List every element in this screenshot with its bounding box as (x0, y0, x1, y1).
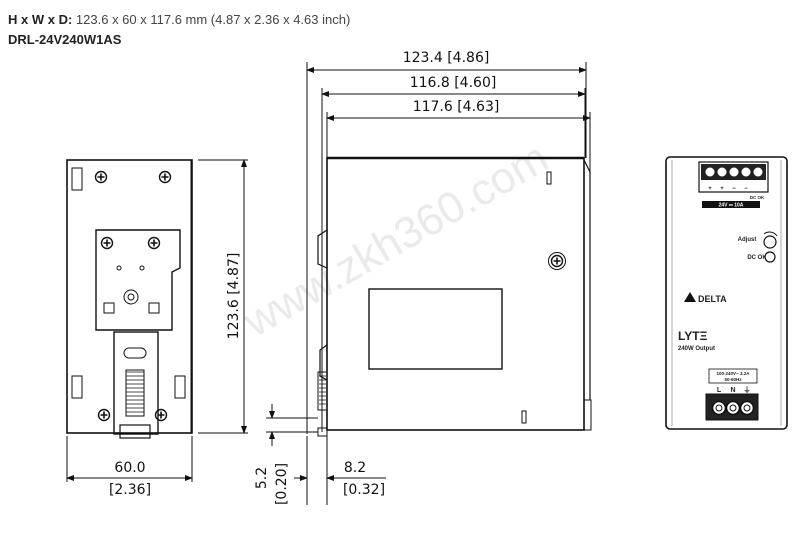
potentiometer-icon (763, 235, 777, 249)
spec-block: H x W x D: 123.6 x 60 x 117.6 mm (4.87 x… (8, 10, 350, 50)
offset-a-mm: 5.2 (254, 467, 270, 489)
body-depth-label: 117.6 [4.63] (413, 99, 500, 115)
input-terminal-label: L (717, 387, 722, 394)
terminal-sign: − (732, 186, 736, 192)
depth-dimensions (306, 62, 591, 434)
terminal-sign: + (708, 186, 712, 192)
front-view: + + − − DC OK 24V ⎓ 10A Adjust DC OK DEL… (665, 156, 788, 430)
dimensions-line: H x W x D: 123.6 x 60 x 117.6 mm (4.87 x… (8, 10, 350, 30)
terminal-screw-icon (753, 167, 763, 177)
delta-logo-icon (684, 292, 696, 302)
terminal-screw-icon (725, 400, 741, 416)
screw-icon (100, 236, 114, 250)
width-mm: 60.0 (114, 460, 145, 476)
screw-icon (147, 236, 161, 250)
dc-ok-top-label: DC OK (750, 195, 765, 200)
height-label: 123.6 [4.87] (226, 253, 242, 340)
dims-value: 123.6 x 60 x 117.6 mm (4.87 x 2.36 x 4.6… (75, 12, 351, 27)
width-in: [2.36] (109, 482, 151, 498)
back-view (66, 159, 193, 439)
screw-icon (158, 170, 172, 184)
terminal-screw-icon (729, 167, 739, 177)
led-icon (764, 251, 776, 263)
terminal-screw-icon (739, 400, 755, 416)
product-label: LYTΞ (678, 329, 708, 343)
terminal-screw-icon (705, 167, 715, 177)
adjust-label: Adjust (738, 237, 757, 243)
dc-ok-label: DC OK (747, 255, 767, 261)
height-dimension (198, 159, 248, 434)
output-rating: 24V ⎓ 10A (719, 203, 744, 209)
overall-depth-label: 123.4 [4.86] (403, 50, 490, 66)
terminal-sign: + (720, 186, 724, 192)
input-terminal-label: N (730, 387, 735, 394)
screw-icon (154, 408, 168, 422)
output-label: 240W Output (678, 346, 715, 352)
terminal-screw-icon (741, 167, 751, 177)
offset-b-mm: 8.2 (344, 460, 366, 476)
input-rating: 100-240V~ 3.2A (717, 371, 751, 376)
offset-a-in: [0.20] (274, 463, 290, 505)
width-dimension (66, 436, 193, 482)
screw-icon (550, 254, 564, 268)
mid-depth-label: 116.8 [4.60] (410, 75, 497, 91)
screw-icon (94, 170, 108, 184)
terminal-screw-icon (717, 167, 727, 177)
watermark: www.zkh360.com (235, 133, 557, 347)
offset-b-in: [0.32] (343, 482, 385, 498)
input-terminal-label: ⏚ (744, 386, 751, 394)
dims-label: H x W x D: (8, 12, 73, 27)
brand-label: DELTA (698, 294, 727, 304)
offset-dimensions (266, 404, 386, 505)
input-frequency: 50-60Hz (724, 377, 742, 382)
screw-icon (97, 408, 111, 422)
terminal-screw-icon (711, 400, 727, 416)
model-name: DRL-24V240W1AS (8, 32, 122, 47)
terminal-sign: − (744, 186, 748, 192)
